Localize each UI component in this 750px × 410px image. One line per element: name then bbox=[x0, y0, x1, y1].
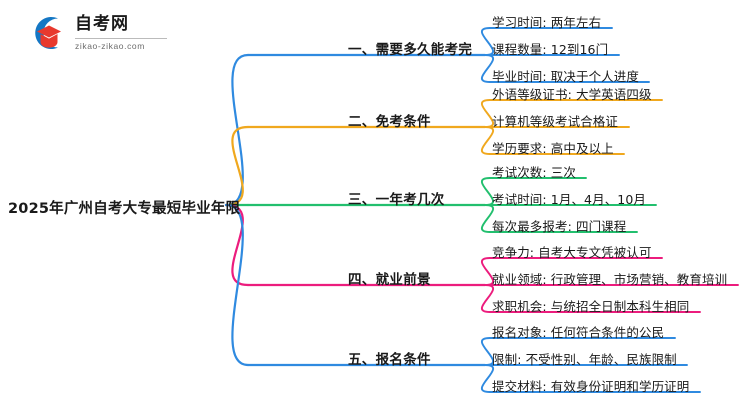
mindmap-leaf-label[interactable]: 学习时间: 两年左右 bbox=[492, 15, 602, 30]
mindmap-branch-label[interactable]: 五、报名条件 bbox=[348, 352, 431, 368]
mindmap-leaf-label[interactable]: 考试时间: 1月、4月、10月 bbox=[492, 192, 646, 207]
mindmap-leaf-label[interactable]: 提交材料: 有效身份证明和学历证明 bbox=[492, 379, 690, 394]
logo-divider bbox=[75, 38, 167, 39]
mindmap-leaf-label[interactable]: 考试次数: 三次 bbox=[492, 165, 576, 180]
mindmap-edge bbox=[224, 53, 250, 207]
logo-mark-icon bbox=[35, 16, 61, 50]
mindmap-leaf-label[interactable]: 竞争力: 自考大专文凭被认可 bbox=[492, 245, 652, 260]
mindmap-branch-label[interactable]: 二、免考条件 bbox=[348, 114, 431, 130]
mindmap-leaf-label[interactable]: 毕业时间: 取决于个人进度 bbox=[492, 69, 639, 84]
mindmap-branch-label[interactable]: 三、一年考几次 bbox=[348, 192, 445, 208]
mindmap-branch-label[interactable]: 四、就业前景 bbox=[348, 272, 431, 288]
mindmap-leaf-label[interactable]: 就业领域: 行政管理、市场营销、教育培训 bbox=[492, 272, 728, 287]
logo-text: 自考网 zikao-zikao.com bbox=[75, 11, 167, 55]
mindmap-leaf-label[interactable]: 计算机等级考试合格证 bbox=[492, 114, 619, 129]
mindmap-leaf-label[interactable]: 限制: 不受性别、年龄、民族限制 bbox=[492, 352, 677, 367]
mindmap-leaf-label[interactable]: 学历要求: 高中及以上 bbox=[492, 141, 614, 156]
mindmap-leaf-label[interactable]: 报名对象: 任何符合条件的公民 bbox=[492, 325, 665, 340]
site-logo: 自考网 zikao-zikao.com bbox=[28, 11, 167, 55]
mindmap-leaf-label[interactable]: 求职机会: 与统招全日制本科生相同 bbox=[492, 299, 690, 314]
mindmap-leaf-label[interactable]: 课程数量: 12到16门 bbox=[492, 42, 609, 57]
logo-title: 自考网 bbox=[75, 14, 129, 34]
mindmap-leaf-label[interactable]: 每次最多报考: 四门课程 bbox=[492, 219, 627, 234]
mindmap-root-node[interactable]: 2025年广州自考大专最短毕业年限 bbox=[8, 201, 241, 217]
mindmap-branch-label[interactable]: 一、需要多久能考完 bbox=[348, 42, 473, 58]
mindmap-leaf-label[interactable]: 外语等级证书: 大学英语四级 bbox=[492, 87, 652, 102]
mindmap-edge bbox=[224, 125, 250, 207]
logo-url: zikao-zikao.com bbox=[75, 41, 145, 51]
mindmap-edge bbox=[224, 203, 250, 367]
